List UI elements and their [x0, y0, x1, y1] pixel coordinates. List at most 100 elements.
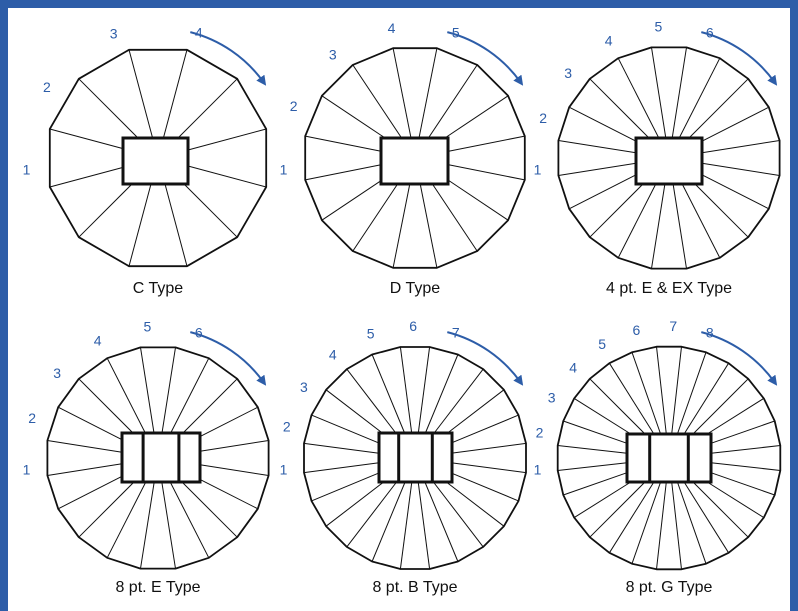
- spoke-line: [427, 64, 478, 139]
- spoke-line: [706, 397, 765, 435]
- spoke-line: [392, 48, 412, 139]
- flange-polygon: [48, 48, 268, 268]
- spoke-line: [311, 414, 380, 444]
- bolt-number: 3: [564, 65, 572, 81]
- bolt-number: 1: [23, 162, 31, 178]
- spoke-line: [683, 362, 730, 435]
- spoke-line: [710, 462, 781, 471]
- bolt-number: 4: [388, 20, 396, 36]
- bolt-number: 3: [548, 390, 556, 406]
- spoke-line: [170, 357, 210, 434]
- diagram-caption: 8 pt. E Type: [115, 579, 200, 596]
- flange-polygon: [556, 345, 782, 571]
- spoke-line: [78, 78, 139, 139]
- spoke-line: [325, 389, 383, 434]
- spoke-line: [57, 406, 123, 441]
- spoke-line: [305, 164, 382, 181]
- spoke-line: [399, 346, 413, 434]
- spoke-line: [49, 166, 124, 188]
- spoke-line: [169, 481, 210, 559]
- spoke-line: [447, 389, 505, 434]
- bolt-number: 1: [280, 462, 288, 478]
- flange-polygon: [303, 346, 527, 570]
- spoke-line: [47, 440, 123, 453]
- spoke-line: [651, 47, 667, 139]
- flange-outline: [557, 46, 781, 270]
- spoke-line: [433, 368, 484, 434]
- center-rectangle: [120, 431, 202, 484]
- spoke-line: [182, 378, 238, 434]
- spoke-line: [346, 368, 397, 434]
- spoke-line: [417, 481, 431, 570]
- bolt-number: 1: [280, 162, 288, 178]
- bolt-number: 5: [452, 25, 460, 41]
- spoke-line: [399, 481, 413, 570]
- rotation-arrow-icon: [701, 31, 778, 86]
- bolt-number: 6: [633, 322, 641, 338]
- spoke-line: [199, 406, 259, 438]
- flange-outline: [46, 346, 270, 570]
- spoke-line: [710, 472, 775, 496]
- spoke-line: [451, 472, 519, 502]
- spoke-line: [140, 481, 155, 569]
- spoke-line: [558, 140, 637, 154]
- spoke-line: [199, 440, 269, 452]
- spoke-line: [311, 472, 380, 502]
- spoke-line: [451, 462, 527, 474]
- center-rectangle: [379, 136, 450, 186]
- bolt-number: 2: [536, 425, 544, 441]
- spoke-line: [608, 362, 655, 435]
- spoke-line: [128, 183, 152, 267]
- spoke-line: [417, 346, 431, 434]
- spoke-line: [656, 346, 667, 435]
- spoke-line: [140, 347, 155, 434]
- spoke-line: [424, 354, 459, 434]
- spoke-line: [445, 481, 505, 527]
- bolt-number: 5: [655, 18, 663, 34]
- spoke-line: [78, 183, 133, 238]
- spoke-line: [352, 64, 403, 139]
- center-rectangle: [634, 136, 704, 186]
- spoke-line: [392, 183, 411, 268]
- spoke-line: [371, 481, 406, 562]
- spoke-line: [346, 481, 397, 548]
- spoke-line: [563, 472, 628, 496]
- bolt-number: 5: [144, 318, 152, 334]
- spoke-line: [557, 462, 628, 471]
- bolt-number: 6: [195, 325, 203, 341]
- spoke-line: [617, 183, 657, 259]
- spoke-line: [710, 420, 775, 444]
- spoke-line: [352, 183, 399, 252]
- spoke-line: [199, 478, 259, 510]
- bolt-number: 6: [706, 25, 714, 41]
- bolt-number: 3: [329, 47, 337, 63]
- spoke-line: [710, 445, 781, 454]
- spoke-line: [694, 183, 749, 238]
- spoke-line: [692, 378, 749, 435]
- diagram-caption: D Type: [390, 280, 441, 297]
- center-rectangle: [121, 136, 190, 186]
- bolt-number: 4: [94, 333, 102, 349]
- spoke-line: [78, 378, 134, 434]
- flange-outline: [48, 48, 268, 268]
- spoke-line: [676, 481, 707, 564]
- spoke-line: [106, 357, 146, 434]
- spoke-line: [557, 445, 628, 454]
- spoke-line: [701, 106, 770, 142]
- bolt-number: 2: [28, 410, 36, 426]
- spoke-line: [589, 378, 646, 435]
- spoke-line: [568, 106, 637, 142]
- spoke-line: [181, 481, 238, 538]
- bolt-number: 1: [534, 162, 542, 178]
- spoke-line: [706, 481, 765, 519]
- spoke-line: [683, 481, 730, 554]
- diagram-caption: C Type: [133, 280, 184, 297]
- spoke-line: [681, 183, 721, 259]
- bolt-number: 2: [290, 98, 298, 114]
- spoke-line: [672, 183, 687, 269]
- center-rectangle: [377, 431, 454, 484]
- spoke-line: [676, 352, 707, 435]
